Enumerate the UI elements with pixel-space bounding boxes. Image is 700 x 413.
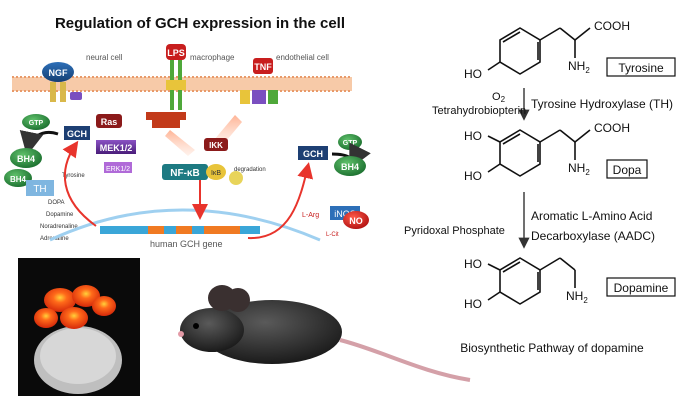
dopa-label: Dopa — [613, 163, 642, 177]
degradation-label: degradation — [234, 167, 266, 173]
l-cit-label: L-Cit — [326, 232, 339, 238]
tyrosine-structure — [487, 27, 591, 75]
dopamine-box — [606, 277, 676, 297]
ngf-label: NGF — [49, 68, 69, 78]
tyrosine-cooh: COOH — [594, 19, 630, 33]
lps-label: LPS — [167, 48, 185, 58]
tnf-receptor: TNF — [240, 58, 278, 104]
catecholamine-noradrenaline: Noradrenaline — [40, 224, 78, 230]
gtp-left-node — [22, 114, 50, 130]
cactus-flower-photo — [18, 258, 140, 396]
catecholamine-dopa: DOPA — [48, 200, 65, 206]
catecholamine-dopamine: Dopamine — [46, 212, 74, 218]
ikb-label: IκB — [211, 170, 221, 177]
macrophage-label: macrophage — [190, 53, 235, 62]
dopamine-nh2: NH2 — [566, 289, 588, 305]
ikb-node — [206, 164, 226, 180]
cofactor-label: Tetrahydrobiopterin — [432, 105, 526, 117]
endothelial-cell-label: endothelial cell — [276, 53, 329, 62]
ras-node — [96, 114, 122, 128]
tyrosine-nh2: NH2 — [568, 59, 590, 75]
lps-receptor: LPS — [146, 44, 186, 128]
dopamine-ho-1: HO — [464, 257, 482, 271]
dopa-nh2: NH2 — [568, 161, 590, 177]
pathway-caption: Biosynthetic Pathway of dopamine — [460, 341, 644, 355]
tyrosine-ho: HO — [464, 67, 482, 81]
bh4-top-label: BH4 — [17, 154, 35, 164]
left-title: Regulation of GCH expression in the cell — [55, 15, 345, 32]
gene-label: human GCH gene — [150, 239, 223, 249]
neural-cell-label: neural cell — [86, 53, 123, 62]
catecholamine-tyrosine: Tyrosine — [62, 173, 85, 179]
bh4-left-label: BH4 — [10, 175, 27, 184]
th-node — [26, 180, 54, 196]
bh4-left-node — [4, 169, 32, 187]
tyrosine-box — [606, 57, 676, 77]
no-label: NO — [349, 216, 363, 226]
dopa-box — [606, 159, 648, 179]
gch-to-bh4-arrow — [19, 129, 59, 156]
ngf-receptor: NGF — [42, 62, 82, 102]
ikb-degraded-node — [229, 171, 243, 185]
gch-left-label: GCH — [67, 129, 87, 139]
dopamine-structure — [487, 257, 576, 305]
th-label: TH — [33, 184, 46, 195]
ikk-label: IKK — [209, 141, 223, 150]
dopa-ho-1: HO — [464, 129, 482, 143]
lps-signal-arrow — [165, 130, 195, 156]
dopamine-ho-2: HO — [464, 297, 482, 311]
dopa-cooh: COOH — [594, 121, 630, 135]
bh4-right-node — [334, 156, 366, 176]
enzyme-aadc-label-1: Aromatic L-Amino Acid — [531, 209, 652, 223]
ras-label: Ras — [101, 117, 118, 127]
tyrosine-label: Tyrosine — [618, 61, 664, 75]
human-gch-gene — [100, 226, 260, 234]
no-node — [343, 211, 369, 229]
gch-right-label: GCH — [303, 149, 323, 159]
pyridoxal-label: Pyridoxal Phosphate — [404, 225, 505, 237]
dopamine-label: Dopamine — [614, 281, 669, 295]
nfkb-label: NF-κB — [170, 168, 199, 179]
o2-label: O2 — [492, 91, 506, 104]
gtp-right-label: GTP — [343, 140, 358, 147]
gene-to-gch-right-arrow — [247, 162, 314, 240]
inos-label: iNOS — [334, 209, 356, 219]
enzyme-aadc-label-2: Decarboxylase (AADC) — [531, 229, 655, 243]
enzyme-th-label: Tyrosine Hydroxylase (TH) — [531, 97, 673, 111]
nfkb-node — [162, 164, 208, 180]
mouse-photo — [178, 285, 471, 382]
bh4-right-label: BH4 — [341, 162, 359, 172]
erk-node — [104, 162, 132, 173]
bh4-top-node — [10, 148, 42, 168]
gene-to-gch-left-arrow — [62, 140, 97, 227]
dopa-structure — [487, 129, 591, 177]
nuclear-envelope — [49, 208, 321, 242]
l-arg-label: L-Arg — [302, 212, 319, 219]
mek-node — [96, 140, 136, 154]
dopa-ho-2: HO — [464, 169, 482, 183]
tnf-label: TNF — [254, 62, 272, 72]
gch-left-node — [64, 126, 90, 140]
gch-right-node — [298, 146, 328, 160]
erk-label: ERK1/2 — [106, 166, 130, 173]
mek-label: MEK1/2 — [100, 143, 133, 153]
ikk-node — [204, 138, 228, 151]
gtp-left-label: GTP — [29, 120, 44, 127]
